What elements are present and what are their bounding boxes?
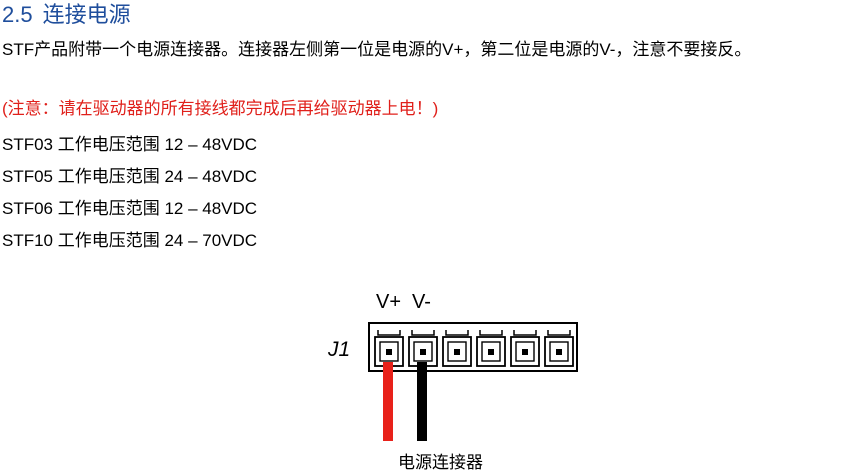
- intro-paragraph: STF产品附带一个电源连接器。连接器左侧第一位是电源的V+，第二位是电源的V-，…: [2, 40, 752, 59]
- voltage-spec-stf03: STF03 工作电压范围 12 – 48VDC: [2, 135, 258, 154]
- voltage-spec-stf10: STF10 工作电压范围 24 – 70VDC: [2, 231, 258, 250]
- section-title: 连接电源: [42, 2, 131, 27]
- connector-pins: [374, 330, 574, 367]
- pin-label-vminus: V-: [412, 291, 431, 313]
- connector-pin: [408, 330, 438, 367]
- connector-pin: [374, 330, 404, 367]
- voltage-spec-list: STF03 工作电压范围 12 – 48VDC STF05 工作电压范围 24 …: [2, 133, 257, 261]
- connector-caption: 电源连接器: [398, 453, 483, 472]
- voltage-spec-stf05: STF05 工作电压范围 24 – 48VDC: [2, 167, 258, 186]
- connector-pin: [544, 330, 574, 367]
- section-heading: 2.5 连接电源: [2, 0, 131, 30]
- connector-pin: [476, 330, 506, 367]
- section-number: 2.5: [2, 2, 33, 27]
- connector-ref-label: J1: [327, 338, 350, 361]
- warning-note: (注意：请在驱动器的所有接线都完成后再给驱动器上电！): [2, 99, 439, 118]
- voltage-spec-stf06: STF06 工作电压范围 12 – 48VDC: [2, 199, 258, 218]
- connector-pin: [442, 330, 472, 367]
- connector-pin: [510, 330, 540, 367]
- pin-label-vplus: V+: [376, 291, 401, 313]
